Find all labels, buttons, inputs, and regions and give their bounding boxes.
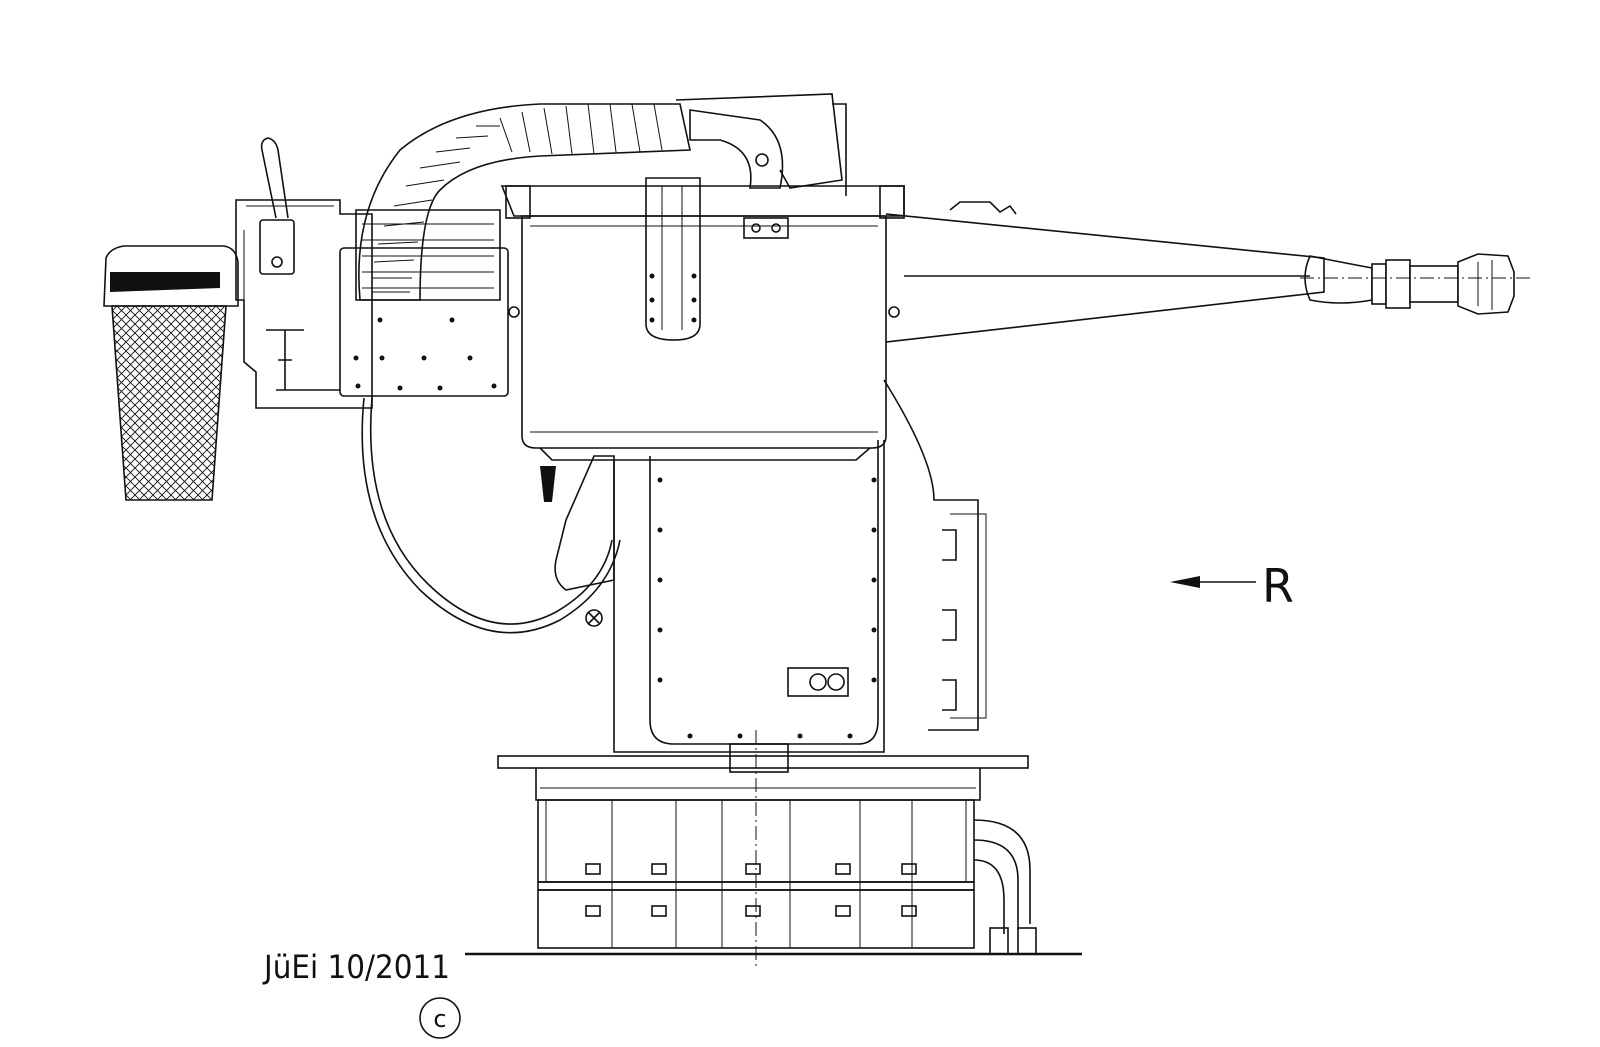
- view-label: R: [1262, 559, 1294, 613]
- pedestal: [613, 379, 987, 753]
- connector-plate: [787, 667, 849, 697]
- crosshair-icon: [585, 609, 603, 627]
- elevation-plate: [645, 177, 701, 341]
- cocking-lever: [260, 137, 289, 219]
- view-arrow: R: [1170, 559, 1294, 613]
- shoulder-rest: [103, 245, 239, 501]
- drawing-signature: JüEi 10/2011: [262, 948, 450, 986]
- feed-chute-bellows: [355, 93, 847, 301]
- trigger-grip: [540, 455, 615, 627]
- receiver-housing: [235, 137, 509, 409]
- main-housing: [500, 177, 905, 461]
- arrow-left-icon: [1170, 576, 1200, 588]
- base-plate: [497, 743, 1037, 955]
- t-handle: [266, 329, 304, 390]
- barrel: [885, 201, 1515, 343]
- copyright-icon: c: [419, 997, 461, 1039]
- cable: [361, 397, 621, 634]
- copyright-mark: c: [433, 1005, 446, 1033]
